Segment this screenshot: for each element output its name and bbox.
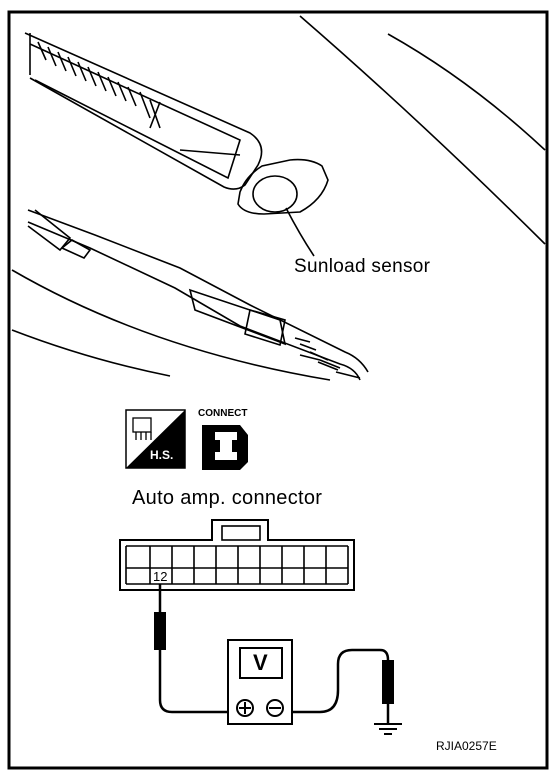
connector-icon [202, 425, 248, 470]
negative-probe [382, 660, 394, 704]
diagram-border [7, 10, 549, 770]
pin-number-label: 12 [153, 569, 168, 584]
connector-title: Auto amp. connector [132, 487, 323, 509]
connect-label: CONNECT [198, 408, 248, 419]
voltmeter [227, 639, 293, 725]
harness-side-icon [125, 409, 186, 469]
image-code: RJIA0257E [436, 739, 497, 753]
voltmeter-wiring [158, 584, 390, 724]
ground-symbol [374, 723, 402, 735]
dashboard-illustration [11, 15, 546, 381]
positive-probe [154, 612, 166, 650]
sunload-sensor-label: Sunload sensor [294, 256, 431, 277]
hs-label: H.S. [150, 448, 174, 462]
voltmeter-symbol: V [253, 650, 268, 675]
auto-amp-connector [119, 519, 355, 591]
